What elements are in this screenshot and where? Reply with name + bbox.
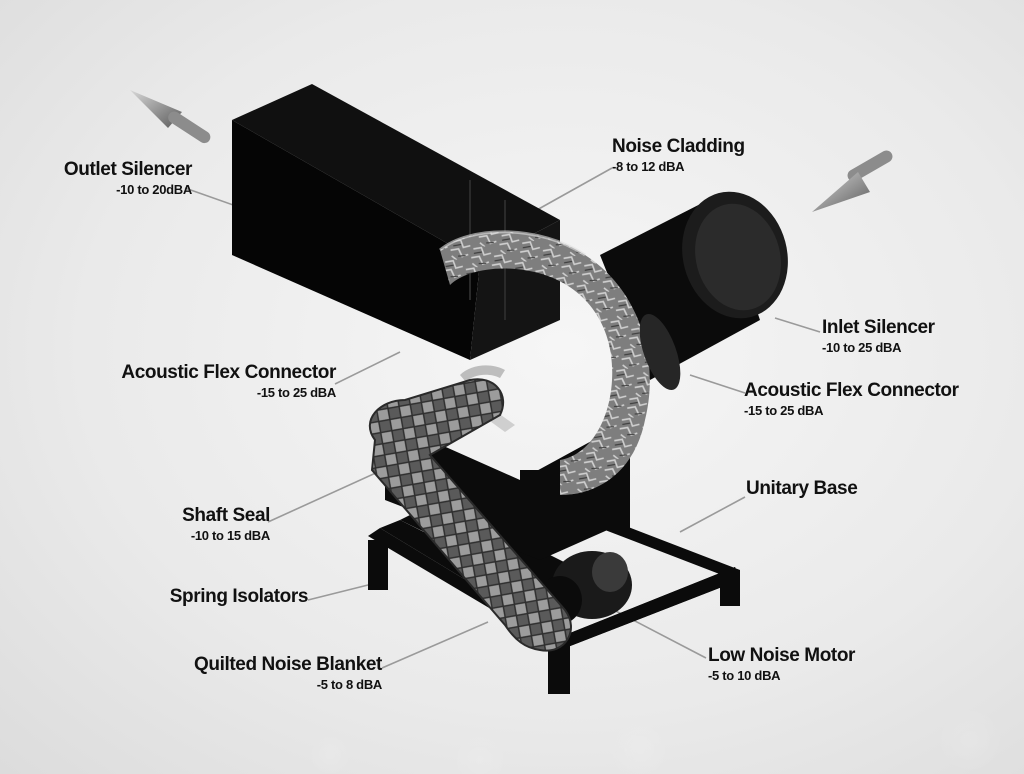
outlet-silencer-label: Outlet Silencer -10 to 20dBA bbox=[63, 159, 193, 197]
quilted-noise-blanket bbox=[368, 378, 572, 652]
acoustic-flex-connector-left-label: Acoustic Flex Connector -15 to 25 dBA bbox=[121, 363, 336, 400]
background-circles bbox=[308, 706, 1004, 774]
inlet-airflow-arrow bbox=[812, 150, 893, 212]
acoustic-flex-connector-right-name: Acoustic Flex Connector bbox=[744, 380, 959, 401]
quilted-noise-blanket-value: -5 to 8 dBA bbox=[316, 676, 383, 692]
unitary-base-label: Unitary Base bbox=[746, 478, 858, 499]
noise-cladding-value: -8 to 12 dBA bbox=[612, 158, 685, 174]
shaft-seal-label: Shaft Seal -10 to 15 dBA bbox=[182, 506, 270, 543]
low-noise-motor bbox=[538, 551, 632, 624]
acoustic-flex-connector-right-label: Acoustic Flex Connector -15 to 25 dBA bbox=[744, 381, 959, 418]
outlet-airflow-arrow bbox=[130, 90, 211, 144]
shaft-seal-value: -10 to 15 dBA bbox=[190, 527, 270, 543]
inlet-silencer-value: -10 to 25 dBA bbox=[822, 339, 902, 355]
low-noise-motor-value: -5 to 10 dBA bbox=[708, 667, 781, 683]
acoustic-flex-connector-left-value: -15 to 25 dBA bbox=[256, 384, 336, 400]
noise-cladding bbox=[439, 230, 650, 495]
outlet-silencer-name: Outlet Silencer bbox=[63, 159, 193, 180]
inlet-silencer bbox=[600, 191, 788, 380]
low-noise-motor-label: Low Noise Motor -5 to 10 dBA bbox=[708, 646, 855, 683]
quilted-noise-blanket-label: Quilted Noise Blanket -5 to 8 dBA bbox=[194, 655, 382, 692]
inlet-silencer-name: Inlet Silencer bbox=[822, 317, 935, 338]
fan-housing bbox=[385, 420, 630, 560]
quilted-noise-blanket-name: Quilted Noise Blanket bbox=[194, 654, 382, 675]
spring-isolators-label: Spring Isolators bbox=[169, 586, 309, 607]
unitary-base-name: Unitary Base bbox=[746, 478, 858, 499]
acoustic-flex-connector-inlet bbox=[639, 314, 681, 390]
noise-cladding-name: Noise Cladding bbox=[612, 136, 745, 157]
inlet-silencer-label: Inlet Silencer -10 to 25 dBA bbox=[822, 318, 935, 355]
noise-cladding-label: Noise Cladding -8 to 12 dBA bbox=[612, 137, 745, 174]
spring-isolators-name: Spring Isolators bbox=[169, 586, 309, 607]
low-noise-motor-name: Low Noise Motor bbox=[708, 645, 856, 666]
acoustic-flex-connector-right-value: -15 to 25 dBA bbox=[744, 402, 824, 418]
outlet-silencer-value: -10 to 20dBA bbox=[116, 181, 192, 197]
outlet-duct bbox=[232, 84, 560, 360]
acoustic-flex-connector-left-name: Acoustic Flex Connector bbox=[121, 362, 336, 383]
shaft-seal-name: Shaft Seal bbox=[182, 505, 270, 526]
